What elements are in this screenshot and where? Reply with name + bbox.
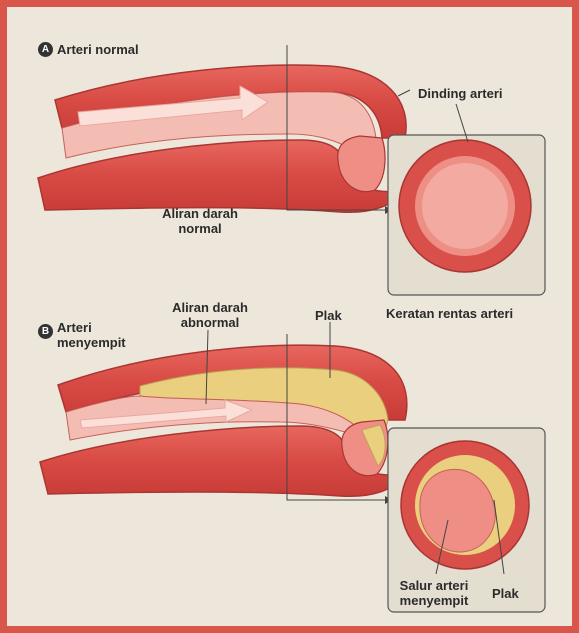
narrow-lumen-label-line1: Salur arteri bbox=[392, 578, 476, 593]
normal-flow-label-line2: normal bbox=[150, 221, 250, 236]
narrow-lumen-label: Salur arteri menyempit bbox=[392, 578, 476, 608]
narrowed-artery bbox=[40, 345, 407, 496]
normal-artery bbox=[38, 65, 406, 212]
section-b-title-line1: Arteri bbox=[57, 320, 126, 335]
section-b-title-line2: menyempit bbox=[57, 335, 126, 350]
abnormal-flow-label-line2: abnormal bbox=[160, 315, 260, 330]
section-a-title-text: Arteri normal bbox=[57, 42, 139, 57]
plaque-label-2: Plak bbox=[492, 586, 519, 601]
artery-wall-label: Dinding arteri bbox=[418, 86, 503, 101]
section-a-badge: A bbox=[38, 42, 53, 57]
abnormal-flow-label-line1: Aliran darah bbox=[160, 300, 260, 315]
section-b-title: B Arteri menyempit bbox=[38, 320, 126, 350]
plaque-label: Plak bbox=[315, 308, 342, 323]
abnormal-flow-label: Aliran darah abnormal bbox=[160, 300, 260, 330]
section-a-title: A Arteri normal bbox=[38, 42, 139, 57]
wall-pointer-line-2 bbox=[398, 90, 410, 96]
narrow-lumen-label-line2: menyempit bbox=[392, 593, 476, 608]
cross-section-label: Keratan rentas arteri bbox=[386, 306, 513, 321]
cross-section-a-lumen bbox=[422, 163, 508, 249]
normal-flow-label-line1: Aliran darah bbox=[150, 206, 250, 221]
normal-flow-label: Aliran darah normal bbox=[150, 206, 250, 236]
section-b-badge: B bbox=[38, 324, 53, 339]
